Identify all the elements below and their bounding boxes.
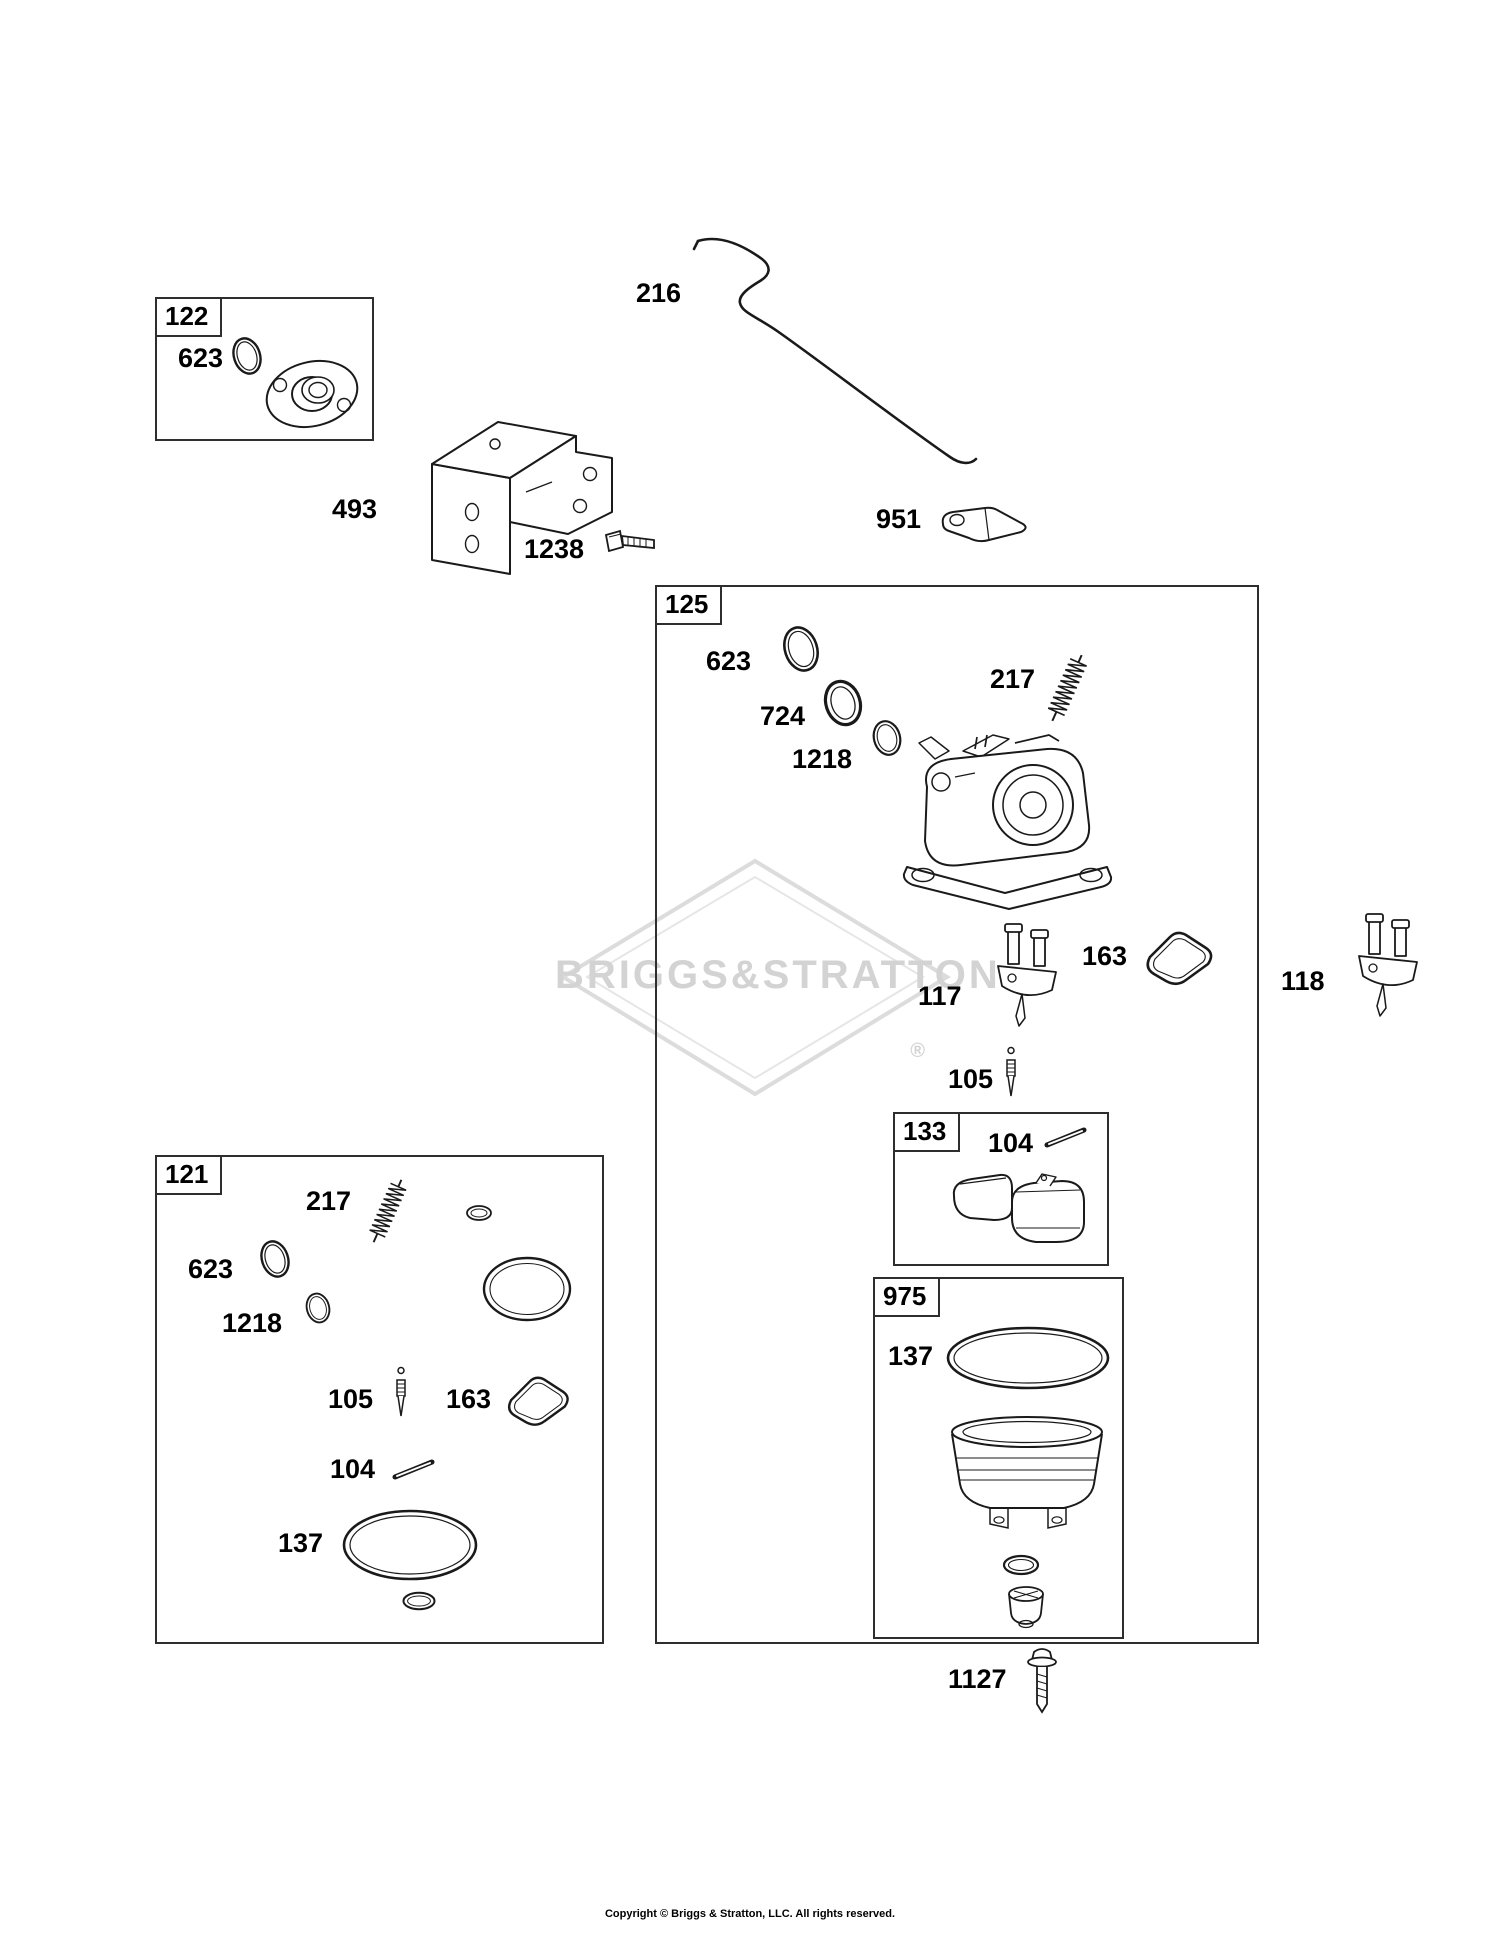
float-pin-104-drawing (1044, 1127, 1087, 1148)
briggs-diamond-logo-icon (559, 858, 951, 1097)
o-ring-1218-drawing (872, 720, 902, 756)
bowl-gasket-137-drawing (946, 1326, 1110, 1390)
part-label-137: 137 (278, 1528, 324, 1558)
group-box-133: 133 (893, 1112, 1109, 1266)
bowl-nut-drawing (1008, 1586, 1044, 1629)
part-label-623: 623 (178, 343, 224, 373)
part-label-623: 623 (706, 646, 752, 676)
part-label-623: 623 (188, 1254, 234, 1284)
part-label-105: 105 (948, 1064, 994, 1094)
large-o-ring-drawing (482, 1256, 572, 1322)
part-label-118: 118 (1281, 966, 1325, 996)
copyright-notice: Copyright © Briggs & Stratton, LLC. All … (604, 1908, 896, 1920)
watermark-text: BRIGGS&STRATTON (555, 953, 1001, 997)
small-seal-drawing (466, 1205, 492, 1221)
bowl-gasket-137-drawing (342, 1509, 478, 1581)
needle-seat-117-drawing (997, 923, 1057, 1027)
part-label-117: 117 (918, 981, 962, 1011)
group-box-122: 122 (155, 297, 374, 441)
small-o-ring-drawing (402, 1591, 436, 1611)
group-box-975: 975 (873, 1277, 1124, 1639)
part-label-104: 104 (330, 1454, 376, 1484)
watermark-registered-mark: ® (910, 1040, 925, 1062)
choke-lever-drawing (941, 506, 1027, 543)
part-label-724: 724 (760, 701, 806, 731)
group-number-133: 133 (895, 1114, 961, 1152)
seal-724-drawing (823, 679, 863, 727)
group-number-975: 975 (875, 1279, 941, 1317)
gasket-163-drawing (1146, 931, 1213, 986)
needle-valve-105-drawing (1006, 1046, 1016, 1097)
briggs-stratton-watermark: BRIGGS&STRATTON ® (555, 855, 1001, 1100)
group-number-122: 122 (157, 299, 223, 337)
part-label-217: 217 (306, 1186, 352, 1216)
part-label-216: 216 (636, 278, 682, 308)
float-pin-104-drawing (392, 1459, 435, 1480)
part-label-1127: 1127 (948, 1664, 1007, 1694)
fuel-bowl-drawing (951, 1416, 1103, 1529)
gasket-163-drawing (507, 1376, 569, 1426)
o-ring-623-drawing (260, 1240, 290, 1278)
part-label-137: 137 (888, 1341, 934, 1371)
group-number-125: 125 (657, 587, 723, 625)
o-ring-623-drawing (232, 337, 262, 375)
spring-217-drawing (369, 1179, 407, 1243)
part-label-217: 217 (990, 664, 1036, 694)
throttle-link-wire-drawing (692, 237, 978, 465)
spring-217-drawing (1047, 654, 1087, 722)
part-label-105: 105 (328, 1384, 374, 1414)
bolt-1238-drawing (604, 529, 655, 553)
part-label-1238: 1238 (524, 534, 585, 564)
needle-valve-105-drawing (396, 1366, 406, 1417)
needle-seat-118-drawing (1358, 913, 1418, 1017)
part-label-104: 104 (988, 1128, 1034, 1158)
small-o-ring-drawing (1002, 1554, 1040, 1576)
part-label-1218: 1218 (222, 1308, 283, 1338)
part-label-163: 163 (446, 1384, 492, 1414)
intake-flange-drawing (265, 360, 359, 428)
part-label-1218: 1218 (792, 744, 853, 774)
o-ring-1218-drawing (305, 1292, 331, 1324)
group-box-125: 125 (655, 585, 1259, 1644)
group-box-121: 121 (155, 1155, 604, 1644)
group-number-121: 121 (157, 1157, 223, 1195)
part-label-493: 493 (332, 494, 378, 524)
carburetor-body-drawing (902, 734, 1113, 910)
part-label-163: 163 (1082, 941, 1128, 971)
control-bracket-drawing (431, 421, 613, 575)
screw-1127-drawing (1027, 1648, 1057, 1714)
carburetor-float-drawing (952, 1173, 1085, 1243)
o-ring-623-drawing (783, 626, 819, 672)
part-label-951: 951 (876, 504, 922, 534)
